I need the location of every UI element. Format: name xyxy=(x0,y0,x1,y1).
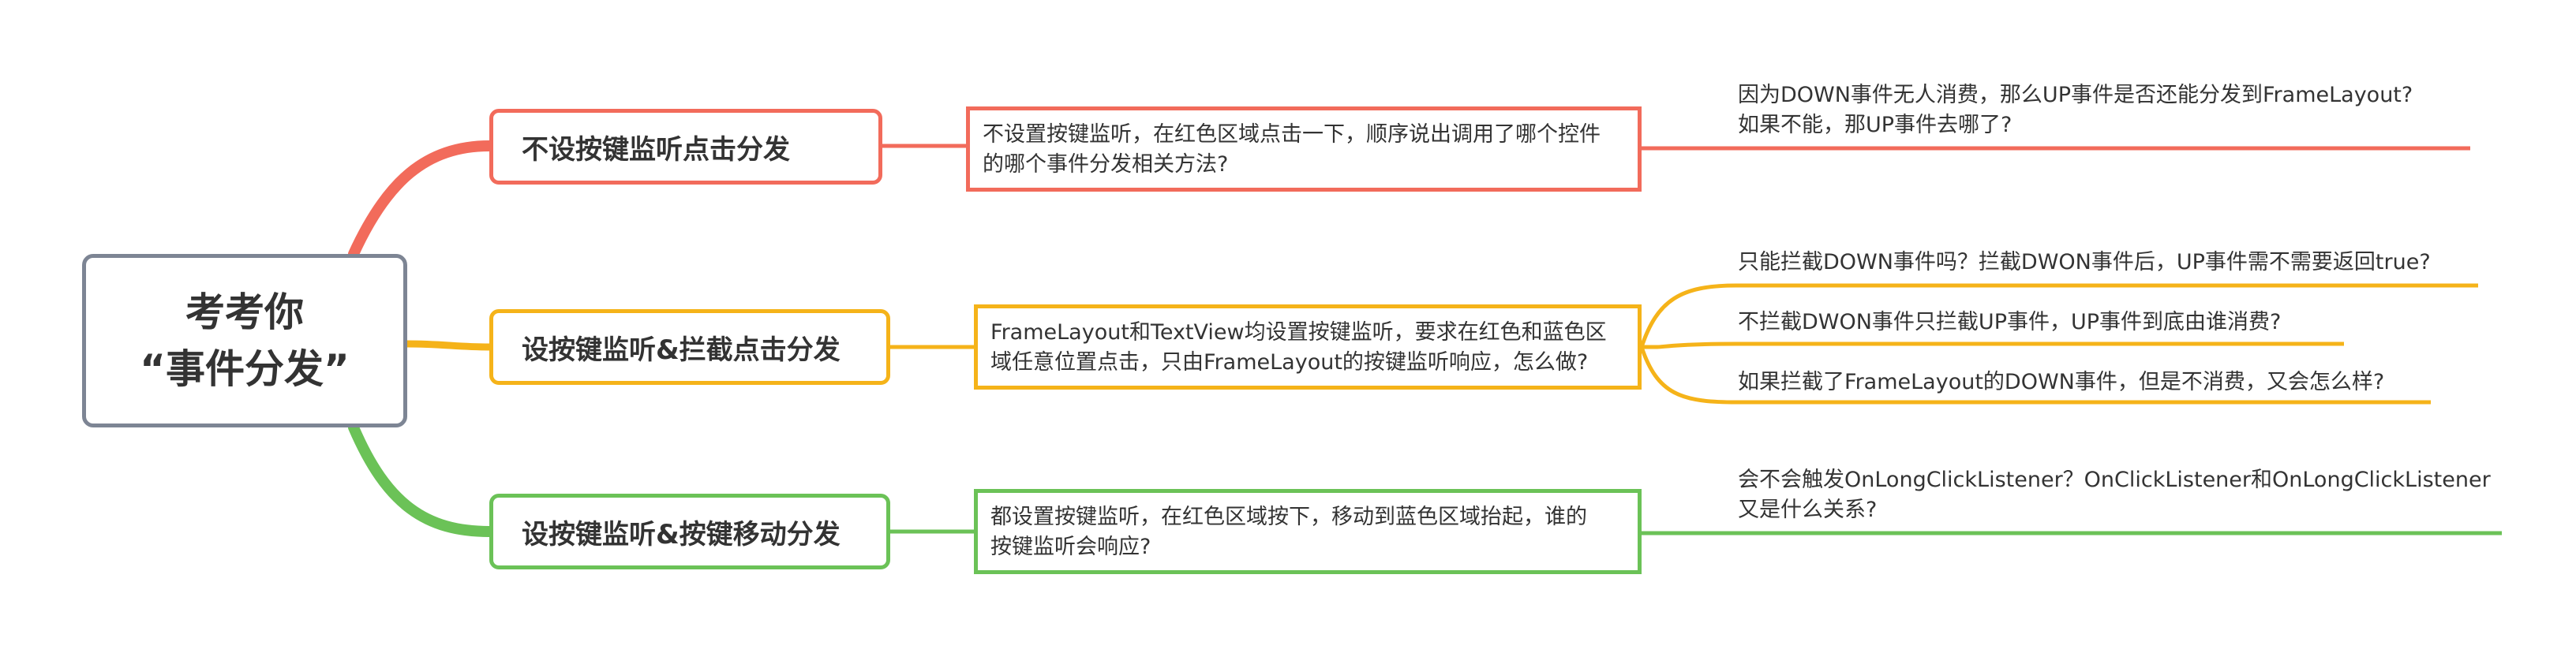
leaf-text-3-1-line2: 又是什么关系? xyxy=(1738,498,1878,522)
connector-root-branch-3 xyxy=(348,422,495,537)
leaf-text-1-1-line2: 如果不能，那UP事件去哪了? xyxy=(1738,113,2012,137)
leaf-topic-2-1[interactable]: 只能拦截DOWN事件吗？拦截DWON事件后，UP事件需不需要返回true? xyxy=(1738,248,2431,278)
root-title-line2: “事件分发” xyxy=(140,346,350,392)
question-box-1[interactable]: 不设置按键监听，在红色区域点击一下，顺序说出调用了哪个控件 的哪个事件分发相关方… xyxy=(966,106,1642,192)
branch-topic-1[interactable]: 不设按键监听点击分发 xyxy=(489,109,882,185)
question-text-1-line1: 不设置按键监听，在红色区域点击一下，顺序说出调用了哪个控件 xyxy=(983,122,1601,147)
leaf-topic-2-2[interactable]: 不拦截DWON事件只拦截UP事件，UP事件到底由谁消费? xyxy=(1738,308,2281,338)
question-text-2-line1: FrameLayout和TextView均设置按键监听，要求在红色和蓝色区 xyxy=(990,320,1607,345)
connector-root-branch-1 xyxy=(348,140,495,259)
connector-root-branch-2 xyxy=(406,340,490,351)
root-topic[interactable]: 考考你 “事件分发” xyxy=(82,254,407,427)
root-title-line1: 考考你 xyxy=(185,289,304,335)
branch-topic-3[interactable]: 设按键监听&按键移动分发 xyxy=(489,494,890,569)
leaf-text-2-1: 只能拦截DOWN事件吗？拦截DWON事件后，UP事件需不需要返回true? xyxy=(1738,250,2431,274)
leaf-text-2-2: 不拦截DWON事件只拦截UP事件，UP事件到底由谁消费? xyxy=(1738,310,2282,334)
leaf-topic-1-1[interactable]: 因为DOWN事件无人消费，那么UP事件是否还能分发到FrameLayout? 如… xyxy=(1738,80,2413,140)
question-text-2-line2: 域任意位置点击，只由FrameLayout的按键监听响应，怎么做? xyxy=(990,350,1589,375)
leaf-connector-2-3 xyxy=(1639,346,2431,405)
leaf-connector-2-2 xyxy=(1642,341,2344,349)
branch-title-2: 设按键监听&拦截点击分发 xyxy=(522,334,841,366)
leaf-text-3-1-line1: 会不会触发OnLongClickListener？OnClickListener… xyxy=(1738,468,2491,492)
leaf-text-2-3: 如果拦截了FrameLayout的DOWN事件，但是不消费，又会怎么样? xyxy=(1738,370,2385,394)
branch-topic-2[interactable]: 设按键监听&拦截点击分发 xyxy=(489,309,890,385)
branch-title-3: 设按键监听&按键移动分发 xyxy=(522,518,841,550)
question-text-1-line2: 的哪个事件分发相关方法? xyxy=(983,152,1229,177)
question-text-3-line1: 都设置按键监听，在红色区域按下，移动到蓝色区域抬起，谁的 xyxy=(990,505,1587,529)
leaf-text-1-1-line1: 因为DOWN事件无人消费，那么UP事件是否还能分发到FrameLayout? xyxy=(1738,83,2413,107)
leaf-topic-3-1[interactable]: 会不会触发OnLongClickListener？OnClickListener… xyxy=(1738,465,2491,525)
question-box-2[interactable]: FrameLayout和TextView均设置按键监听，要求在红色和蓝色区 域任… xyxy=(974,304,1642,390)
question-text-3-line2: 按键监听会响应? xyxy=(990,535,1151,559)
leaf-topic-2-3[interactable]: 如果拦截了FrameLayout的DOWN事件，但是不消费，又会怎么样? xyxy=(1738,368,2384,397)
leaf-connector-2-1 xyxy=(1639,283,2478,348)
question-box-3[interactable]: 都设置按键监听，在红色区域按下，移动到蓝色区域抬起，谁的 按键监听会响应? xyxy=(974,489,1642,574)
branch-title-1: 不设按键监听点击分发 xyxy=(522,133,790,166)
